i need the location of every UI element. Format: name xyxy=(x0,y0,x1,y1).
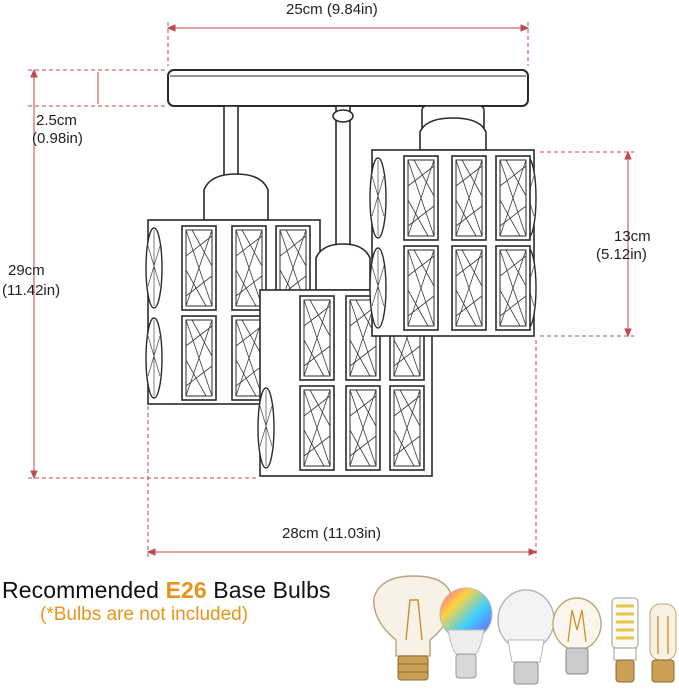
dimension-shade-height-cm-label: 13cm xyxy=(614,228,651,245)
bulb-a19-filament-icon xyxy=(552,597,602,675)
recommended-bulbs-heading: Recommended E26 Base Bulbs xyxy=(2,577,331,604)
dimension-total-height-cm-label: 29cm xyxy=(8,262,45,279)
dimension-shade-height-in-label: (5.12in) xyxy=(596,246,647,263)
bulb-st64-edison-filament-icon xyxy=(373,575,453,681)
bulbs-not-included-note: (*Bulbs are not included) xyxy=(40,604,249,625)
dimension-base-height-cm-label: 2.5cm xyxy=(36,112,77,129)
shade-middle xyxy=(257,243,433,477)
ceiling-base-plate xyxy=(167,69,529,107)
dimension-total-height-in-label: (11.42in) xyxy=(2,282,61,299)
shade-right xyxy=(369,117,537,337)
dimension-lines xyxy=(28,22,634,558)
bulb-tubular-filament-icon xyxy=(649,603,677,683)
bulb-rgb-smart-icon xyxy=(439,587,493,679)
dimension-top-width-label: 25cm (9.84in) xyxy=(286,1,378,18)
heading-suffix: Base Bulbs xyxy=(206,577,331,603)
heading-accent: E26 xyxy=(165,577,207,603)
dimension-bottom-width-label: 28cm (11.03in) xyxy=(282,525,381,542)
bulb-a19-led-icon xyxy=(497,589,555,685)
heading-prefix: Recommended xyxy=(2,577,166,603)
bulb-corn-led-icon xyxy=(611,597,639,683)
dimension-base-height-in-label: (0.98in) xyxy=(32,130,83,147)
